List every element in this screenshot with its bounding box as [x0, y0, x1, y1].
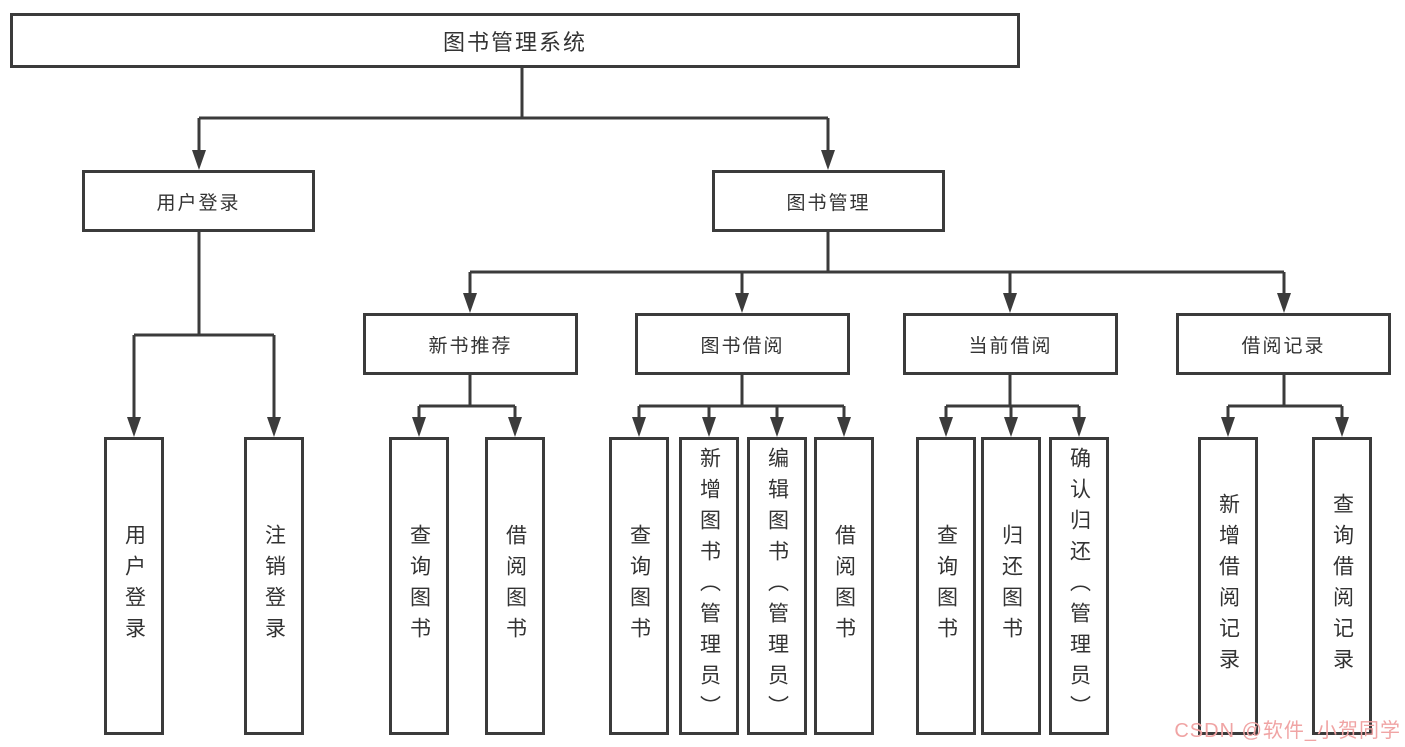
node-borrow-records: 借阅记录	[1176, 313, 1391, 375]
arrowheads	[127, 150, 1349, 437]
leaf-logout-login: 注销登录	[244, 437, 304, 735]
leaf-borrow-add-books-admin: 新增图书（管理员）	[679, 437, 739, 735]
csdn-watermark: CSDN @软件_小贺同学	[1174, 720, 1401, 742]
leaf-user-login: 用户登录	[104, 437, 164, 735]
node-user-login-branch: 用户登录	[82, 170, 315, 232]
leaf-newbooks-borrow-books: 借阅图书	[485, 437, 545, 735]
leaf-records-query-record: 查询借阅记录	[1312, 437, 1372, 735]
leaf-records-add-record: 新增借阅记录	[1198, 437, 1258, 735]
leaf-current-query-books: 查询图书	[916, 437, 976, 735]
leaf-borrow-edit-books-admin: 编辑图书（管理员）	[747, 437, 807, 735]
node-new-book-recommend: 新书推荐	[363, 313, 578, 375]
node-root-system: 图书管理系统	[10, 13, 1020, 68]
leaf-borrow-query-books: 查询图书	[609, 437, 669, 735]
leaf-current-confirm-return-admin: 确认归还（管理员）	[1049, 437, 1109, 735]
node-book-borrow: 图书借阅	[635, 313, 850, 375]
node-current-borrow: 当前借阅	[903, 313, 1118, 375]
leaf-current-return-books: 归还图书	[981, 437, 1041, 735]
node-book-management-branch: 图书管理	[712, 170, 945, 232]
leaf-borrow-borrow-books: 借阅图书	[814, 437, 874, 735]
leaf-newbooks-query-books: 查询图书	[389, 437, 449, 735]
